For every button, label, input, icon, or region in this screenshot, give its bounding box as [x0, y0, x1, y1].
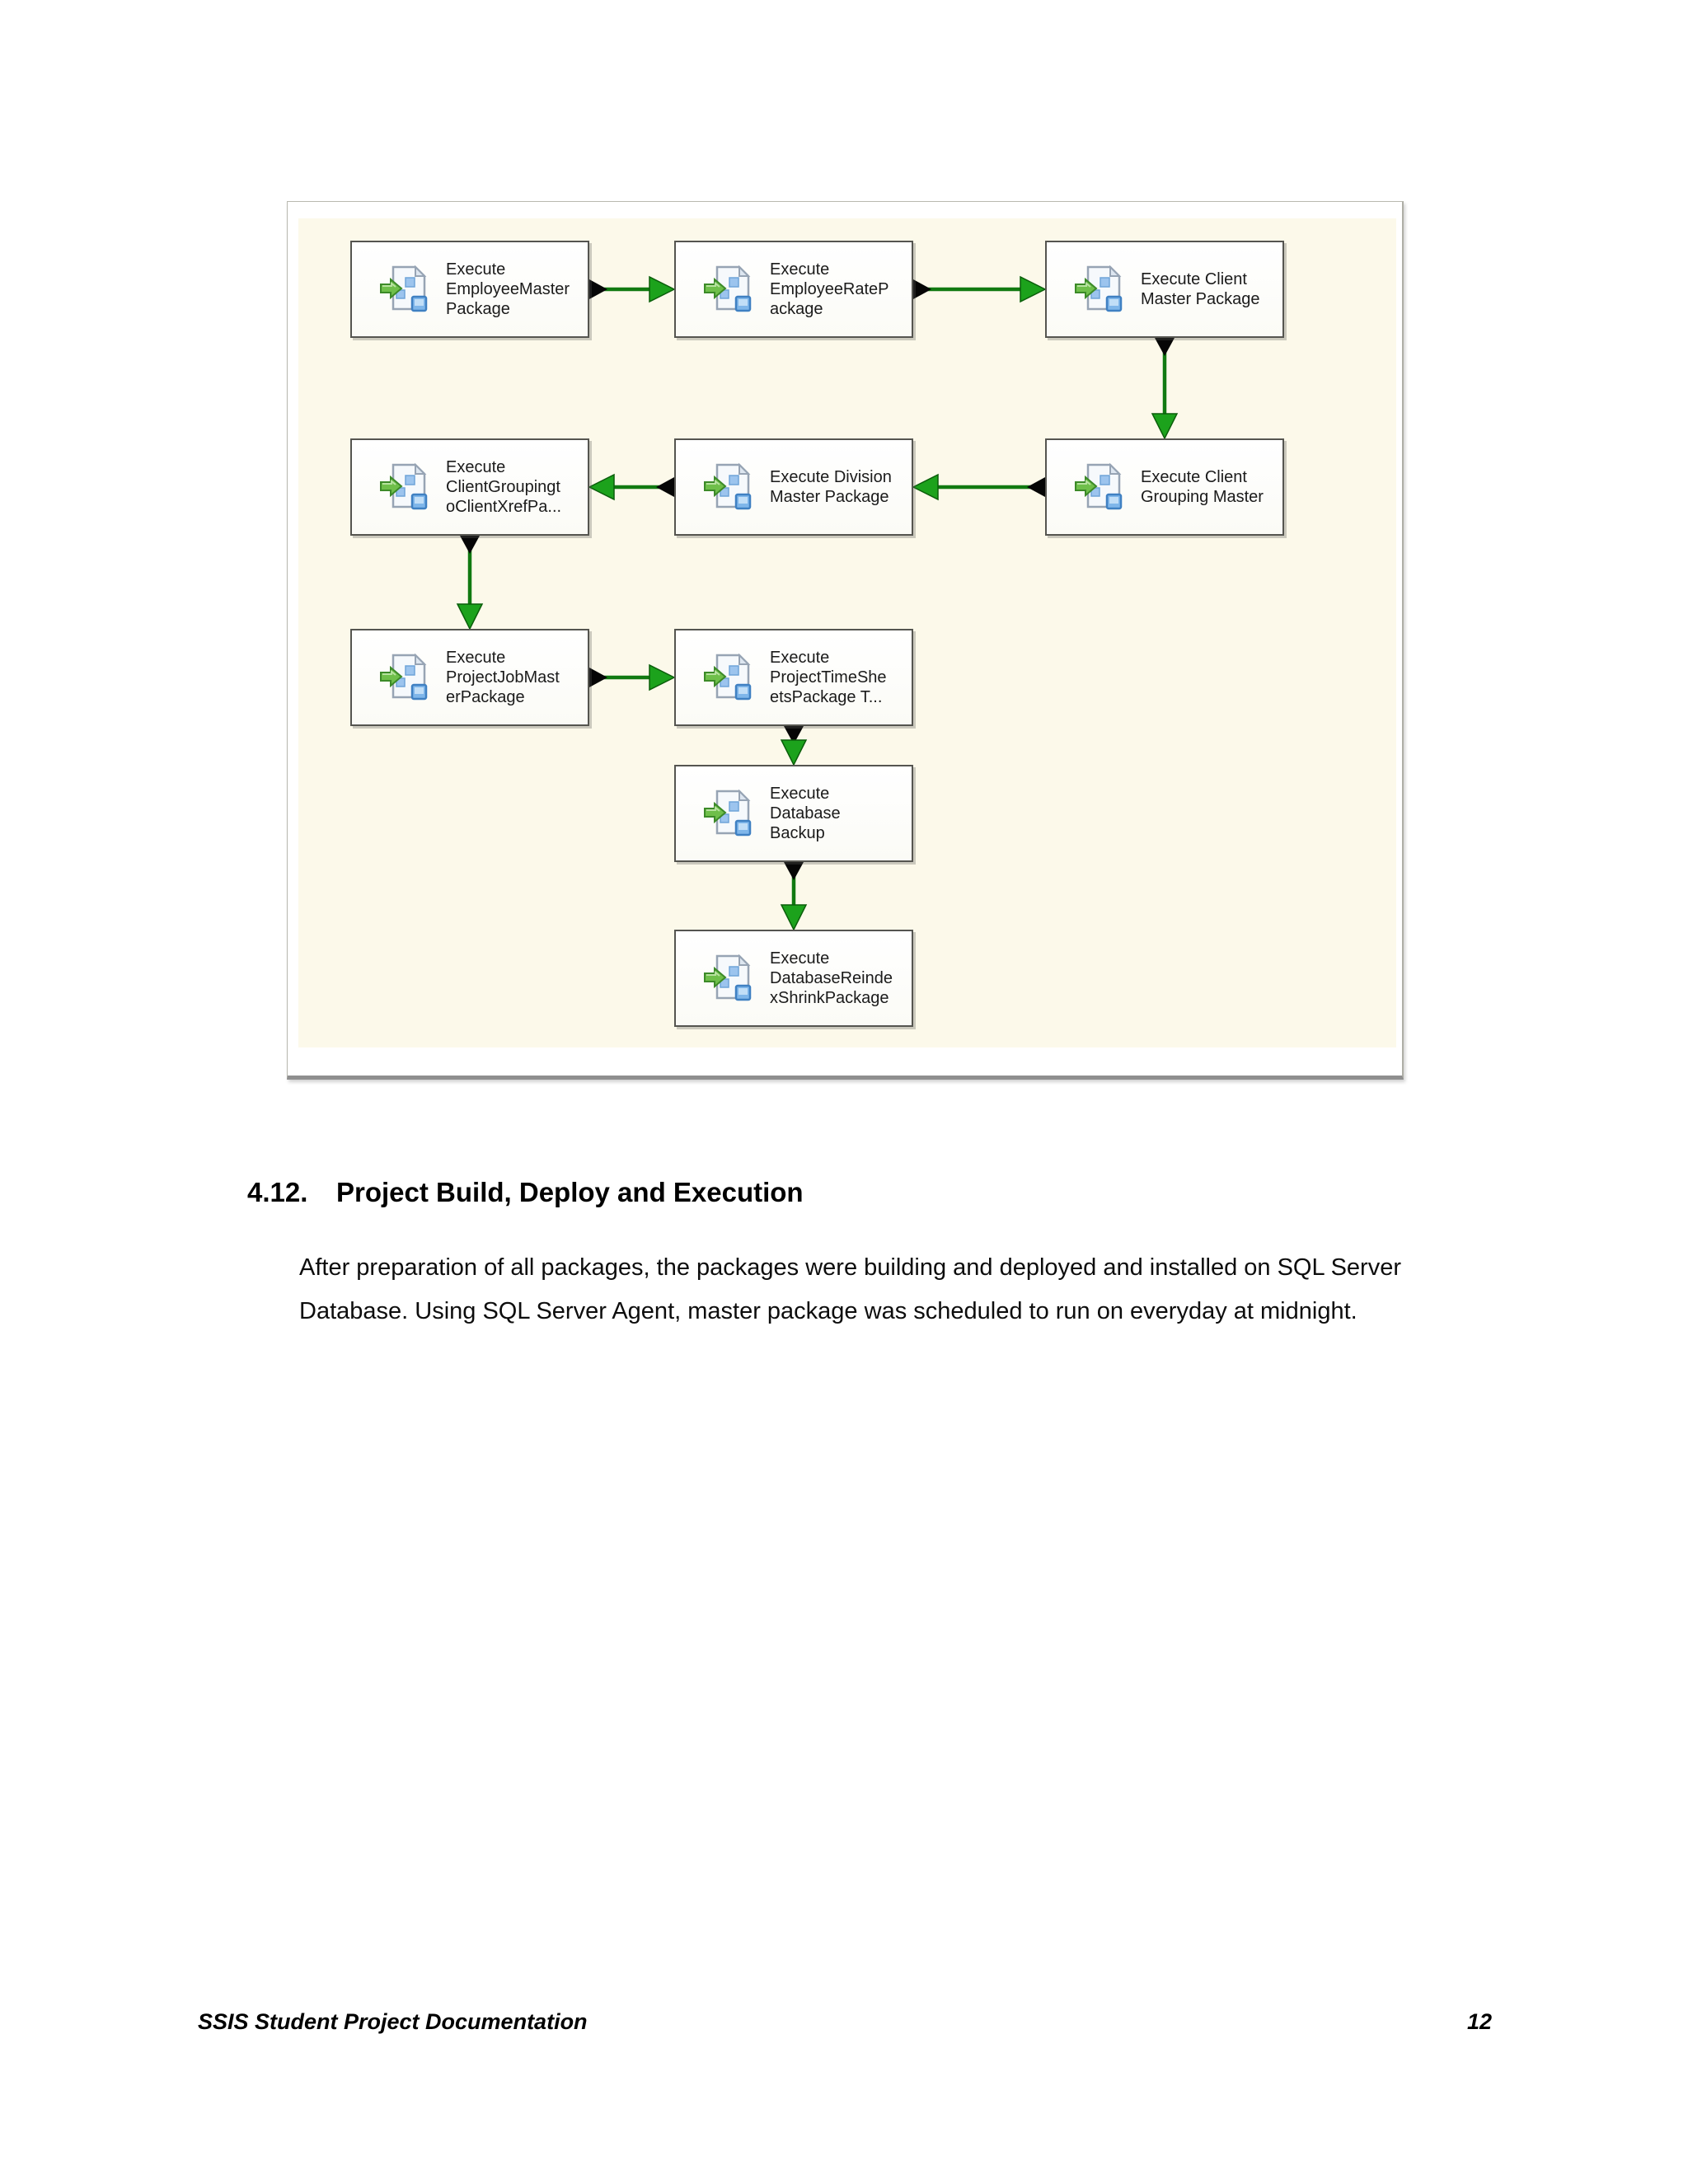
execute-package-task-icon: [704, 265, 752, 312]
execute-package-task-icon: [704, 954, 752, 1001]
task-node-label: Execute Client Master Package: [1141, 270, 1260, 308]
footer-page-number: 12: [1466, 2009, 1492, 2034]
task-node-label: Execute DatabaseReinde xShrinkPackage: [770, 949, 893, 1007]
execute-package-task-icon: [380, 653, 428, 701]
execute-package-task-icon: [704, 789, 752, 837]
task-node-project-job-master[interactable]: Execute ProjectJobMast erPackage: [350, 629, 589, 726]
diagram-panel: [287, 201, 1404, 1080]
execute-package-task-icon: [1075, 265, 1123, 312]
task-node-employee-rate[interactable]: Execute EmployeeRateP ackage: [674, 241, 913, 338]
task-node-client-grouping-master[interactable]: Execute Client Grouping Master: [1045, 438, 1284, 536]
task-node-employee-master[interactable]: Execute EmployeeMaster Package: [350, 241, 589, 338]
task-node-label: Execute ProjectTimeShe etsPackage T...: [770, 649, 887, 706]
task-node-label: Execute Client Grouping Master: [1141, 468, 1264, 506]
footer-document-title: SSIS Student Project Documentation: [198, 2009, 588, 2034]
execute-package-task-icon: [704, 653, 752, 701]
task-node-label: Execute ProjectJobMast erPackage: [446, 649, 560, 706]
task-node-label: Execute Database Backup: [770, 785, 841, 842]
task-node-database-backup[interactable]: Execute Database Backup: [674, 765, 913, 862]
section-title: Project Build, Deploy and Execution: [336, 1177, 804, 1207]
execute-package-task-icon: [380, 462, 428, 510]
task-node-project-timesheets[interactable]: Execute ProjectTimeShe etsPackage T...: [674, 629, 913, 726]
section-number: 4.12.: [247, 1177, 308, 1207]
task-node-label: Execute EmployeeMaster Package: [446, 260, 570, 318]
page-footer: SSIS Student Project Documentation 12: [198, 2009, 1492, 2035]
task-node-division-master[interactable]: Execute Division Master Package: [674, 438, 913, 536]
task-node-client-grouping-xref[interactable]: Execute ClientGroupingt oClientXrefPa...: [350, 438, 589, 536]
task-node-label: Execute Division Master Package: [770, 468, 892, 506]
task-node-label: Execute EmployeeRateP ackage: [770, 260, 889, 318]
section-heading: 4.12. Project Build, Deploy and Executio…: [247, 1177, 804, 1208]
execute-package-task-icon: [704, 462, 752, 510]
task-node-label: Execute ClientGroupingt oClientXrefPa...: [446, 458, 562, 516]
execute-package-task-icon: [380, 265, 428, 312]
execute-package-task-icon: [1075, 462, 1123, 510]
task-node-database-reindex-shrink[interactable]: Execute DatabaseReinde xShrinkPackage: [674, 930, 913, 1027]
body-paragraph: After preparation of all packages, the p…: [299, 1254, 1402, 1324]
task-node-client-master[interactable]: Execute Client Master Package: [1045, 241, 1284, 338]
